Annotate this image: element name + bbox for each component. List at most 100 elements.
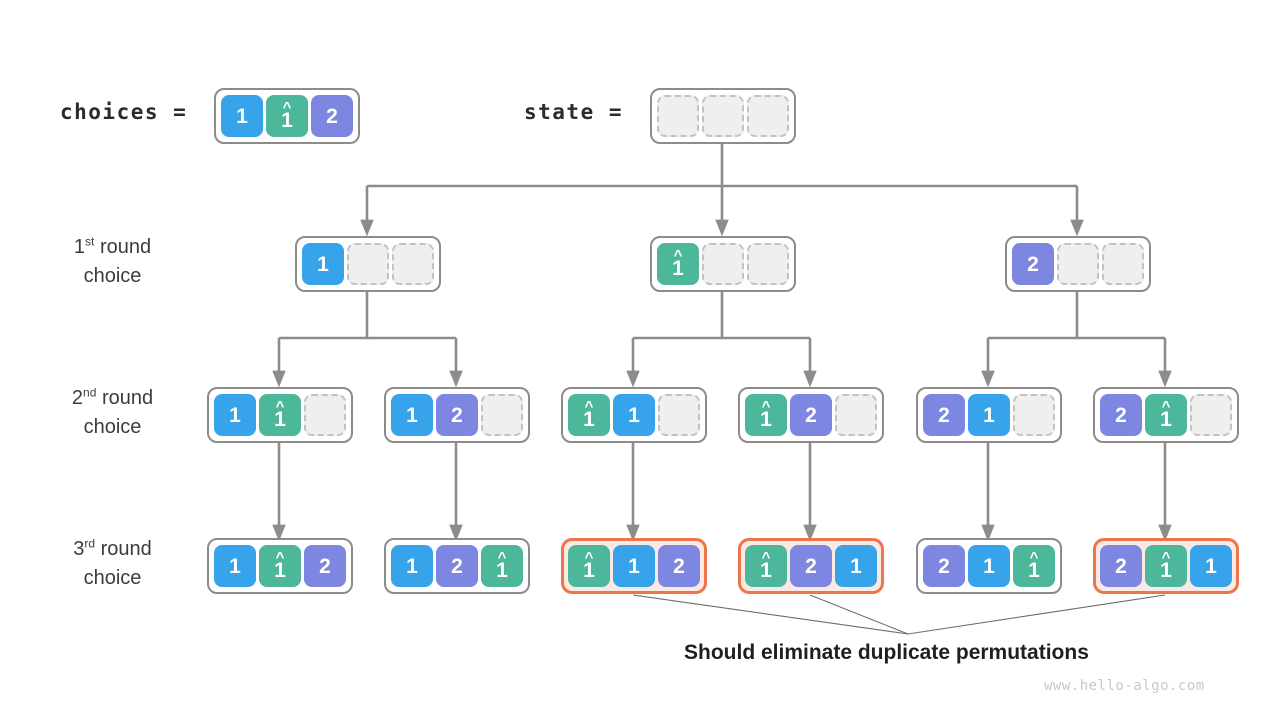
cell-value: 1: [236, 104, 248, 128]
round-1-line1: 1st round: [73, 234, 152, 258]
cell-value: 1: [760, 558, 772, 582]
level1-node-2-cell-0: 2: [1012, 243, 1054, 285]
level2-node-5-cell-1: ^1: [1145, 394, 1187, 436]
state-cell-2: [747, 95, 789, 137]
level1-node-0: 1: [295, 236, 441, 292]
cell-value: 1: [317, 252, 329, 276]
cell-value: 2: [673, 554, 685, 578]
level3-node-1-cell-2: ^1: [481, 545, 523, 587]
level2-node-2: ^1 1: [561, 387, 707, 443]
level2-node-2-cell-0: ^1: [568, 394, 610, 436]
level1-node-0-cell-1: [347, 243, 389, 285]
cell-value: 1: [672, 256, 684, 280]
level1-node-0-cell-2: [392, 243, 434, 285]
round-label-2: 2nd round choice: [35, 384, 190, 442]
cell-value: 2: [938, 403, 950, 427]
cell-value: 1: [1160, 558, 1172, 582]
duplicate-hat-icon: ^: [1161, 398, 1171, 415]
cell-value: 1: [229, 554, 241, 578]
cell-value: 2: [938, 554, 950, 578]
level1-node-2: 2: [1005, 236, 1151, 292]
cell-value: 1: [1160, 407, 1172, 431]
round-2-line2: choice: [83, 416, 142, 438]
level1-node-1-cell-1: [702, 243, 744, 285]
level2-node-1-cell-0: 1: [391, 394, 433, 436]
duplicate-hat-icon: ^: [673, 247, 683, 264]
round-3-line1: 3rd round: [73, 536, 152, 560]
level3-node-2-cell-0: ^1: [568, 545, 610, 587]
level3-node-3-cell-0: ^1: [745, 545, 787, 587]
duplicate-hat-icon: ^: [275, 549, 285, 566]
level1-node-0-cell-0: 1: [302, 243, 344, 285]
duplicate-hat-icon: ^: [584, 549, 594, 566]
caption-text: Should eliminate duplicate permutations: [684, 641, 1089, 664]
level2-node-2-cell-2: [658, 394, 700, 436]
level2-node-0-cell-2: [304, 394, 346, 436]
level3-node-3-cell-1: 2: [790, 545, 832, 587]
state-cell-1: [702, 95, 744, 137]
level1-node-1: ^1: [650, 236, 796, 292]
level2-node-1-cell-2: [481, 394, 523, 436]
cell-value: 2: [805, 554, 817, 578]
level3-node-3-duplicate: ^1 2 1: [738, 538, 884, 594]
round-2-line1: 2nd round: [71, 385, 154, 409]
cell-value: 1: [983, 554, 995, 578]
cell-value: 1: [628, 403, 640, 427]
level3-node-5-cell-0: 2: [1100, 545, 1142, 587]
annotation-leaders: [632, 594, 1166, 635]
level3-node-4-cell-1: 1: [968, 545, 1010, 587]
level3-node-4-cell-2: ^1: [1013, 545, 1055, 587]
cell-value: 2: [326, 104, 338, 128]
cell-value: 2: [451, 403, 463, 427]
leader-from-dup3: [907, 594, 1166, 635]
level1-node-2-cell-1: [1057, 243, 1099, 285]
cell-value: 2: [1027, 252, 1039, 276]
level2-node-3-cell-1: 2: [790, 394, 832, 436]
cell-value: 2: [805, 403, 817, 427]
level3-node-5-cell-1: ^1: [1145, 545, 1187, 587]
level2-node-0-cell-1: ^1: [259, 394, 301, 436]
cell-value: 2: [451, 554, 463, 578]
level2-node-0: 1^1: [207, 387, 353, 443]
level1-node-2-cell-2: [1102, 243, 1144, 285]
cell-value: 1: [281, 108, 293, 132]
level3-node-1-cell-1: 2: [436, 545, 478, 587]
leader-from-dup1: [632, 594, 909, 635]
level2-node-4-cell-0: 2: [923, 394, 965, 436]
level2-node-4-cell-2: [1013, 394, 1055, 436]
level3-node-0-cell-2: 2: [304, 545, 346, 587]
duplicate-hat-icon: ^: [1161, 549, 1171, 566]
choices-label: choices =: [60, 100, 188, 124]
round-3-line2: choice: [83, 567, 142, 589]
cell-value: 2: [1115, 403, 1127, 427]
level3-node-0-cell-1: ^1: [259, 545, 301, 587]
cell-value: 1: [583, 558, 595, 582]
duplicate-hat-icon: ^: [761, 549, 771, 566]
cell-value: 2: [319, 554, 331, 578]
choices-cell-2: 2: [311, 95, 353, 137]
cell-value: 1: [1028, 558, 1040, 582]
leader-from-dup2: [809, 594, 909, 635]
level2-node-5: 2 ^1: [1093, 387, 1239, 443]
cell-value: 1: [983, 403, 995, 427]
level3-node-4-cell-0: 2: [923, 545, 965, 587]
cell-value: 1: [406, 554, 418, 578]
level1-node-1-cell-2: [747, 243, 789, 285]
round-1-line2: choice: [83, 265, 142, 287]
duplicate-hat-icon: ^: [761, 398, 771, 415]
level2-node-2-cell-1: 1: [613, 394, 655, 436]
duplicate-hat-icon: ^: [1029, 549, 1039, 566]
level3-node-0: 1 ^1 2: [207, 538, 353, 594]
cell-value: 1: [628, 554, 640, 578]
level3-node-5-cell-2: 1: [1190, 545, 1232, 587]
duplicate-hat-icon: ^: [584, 398, 594, 415]
cell-value: 1: [496, 558, 508, 582]
state-cell-0: [657, 95, 699, 137]
choices-cell-0: 1: [221, 95, 263, 137]
duplicate-hat-icon: ^: [497, 549, 507, 566]
level2-node-5-cell-0: 2: [1100, 394, 1142, 436]
